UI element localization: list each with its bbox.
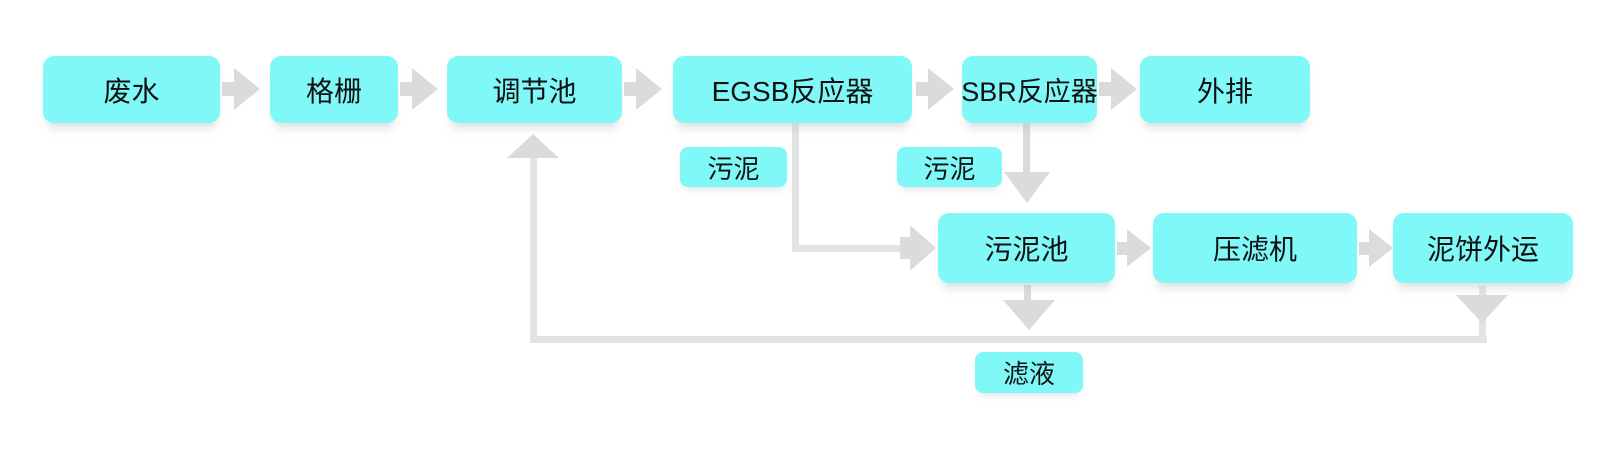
arrow-stem bbox=[400, 82, 412, 96]
connector-egsb-arrow-stem bbox=[900, 237, 911, 259]
arrow-right-icon bbox=[636, 68, 662, 110]
node-discharge: 外排 bbox=[1140, 56, 1310, 123]
arrow-regulating-to-egsb bbox=[624, 68, 662, 110]
arrow-down-cake-icon bbox=[1456, 295, 1508, 323]
arrow-stem bbox=[1099, 82, 1111, 96]
arrow-up-into-regulating-tank-icon bbox=[507, 134, 559, 158]
label-filtrate: 滤液 bbox=[975, 352, 1083, 393]
arrow-sludge-tank-to-filter-press bbox=[1117, 229, 1151, 267]
connector-egsb-horizontal-line bbox=[792, 245, 900, 252]
arrow-stem bbox=[222, 82, 234, 96]
arrow-screen-to-regulating bbox=[400, 68, 438, 110]
node-filter-press: 压滤机 bbox=[1153, 213, 1357, 283]
connector-filtrate-return-vertical-line bbox=[530, 156, 537, 343]
arrow-right-icon bbox=[928, 68, 954, 110]
arrow-right-into-sludge-tank-icon bbox=[910, 225, 936, 271]
node-bar-screen: 格栅 bbox=[270, 56, 398, 123]
arrow-stem bbox=[916, 82, 928, 96]
arrow-stem bbox=[1359, 241, 1369, 255]
arrow-wastewater-to-screen bbox=[222, 68, 260, 110]
arrow-right-icon bbox=[412, 68, 438, 110]
connector-sludge-tank-down-line bbox=[1024, 285, 1031, 300]
arrow-filter-press-to-cake bbox=[1359, 229, 1393, 267]
arrow-down-sbr-icon bbox=[1004, 172, 1050, 203]
connector-sbr-down-line bbox=[1023, 123, 1030, 172]
node-cake-transport: 泥饼外运 bbox=[1393, 213, 1573, 283]
node-sbr-reactor: SBR反应器 bbox=[961, 56, 1098, 123]
connector-egsb-down-line bbox=[792, 123, 799, 252]
arrow-stem bbox=[624, 82, 636, 96]
node-sludge-tank: 污泥池 bbox=[938, 213, 1115, 283]
node-regulating-tank: 调节池 bbox=[447, 56, 622, 123]
label-sludge-egsb: 污泥 bbox=[680, 147, 787, 187]
node-wastewater: 废水 bbox=[43, 56, 220, 123]
arrow-stem bbox=[1117, 241, 1127, 255]
arrow-sbr-to-discharge bbox=[1099, 68, 1137, 110]
arrow-egsb-to-sbr bbox=[916, 68, 954, 110]
arrow-right-icon bbox=[1127, 229, 1151, 267]
connector-filtrate-return-horizontal-line bbox=[530, 336, 1487, 343]
arrow-right-icon bbox=[234, 68, 260, 110]
label-sludge-sbr: 污泥 bbox=[897, 147, 1002, 187]
arrow-right-icon bbox=[1111, 68, 1137, 110]
node-egsb-reactor: EGSB反应器 bbox=[673, 56, 912, 123]
arrow-down-sludge-tank-icon bbox=[1003, 300, 1055, 330]
arrow-right-icon bbox=[1369, 229, 1393, 267]
